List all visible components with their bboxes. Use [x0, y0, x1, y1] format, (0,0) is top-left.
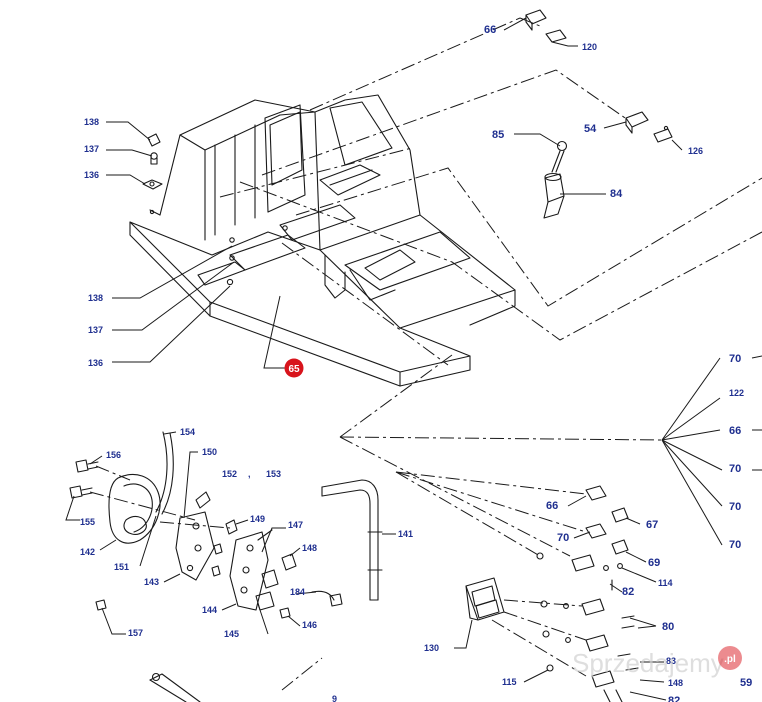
label-126: 126 — [688, 146, 703, 156]
label-150: 150 — [202, 447, 217, 457]
label-138-top: 138 — [84, 117, 99, 127]
clip-54-126 — [625, 111, 673, 143]
watermark-text: Sprzedajemy — [572, 648, 724, 678]
bolt-156 — [75, 459, 99, 473]
label-122: 122 — [729, 388, 744, 398]
plate-144 — [229, 529, 273, 611]
console-housing — [129, 94, 516, 387]
label-184: 184 — [290, 587, 305, 597]
label-142: 142 — [80, 547, 95, 557]
fastener-stack-top — [142, 133, 163, 190]
label-85: 85 — [492, 129, 504, 141]
bolt-155 — [69, 485, 93, 499]
rod-bottom-left — [149, 672, 201, 702]
label-146: 146 — [302, 620, 317, 630]
label-66-lower: 66 — [546, 500, 558, 512]
label-136-bottom: 136 — [88, 358, 103, 368]
switch-panel-130 — [465, 577, 505, 621]
label-69: 69 — [648, 557, 660, 569]
label-82-a: 82 — [622, 586, 634, 598]
leader-lines — [65, 17, 683, 701]
label-153: 153 — [266, 469, 281, 479]
plate-143 — [175, 491, 215, 581]
highlight-badge-65: 65 — [284, 358, 304, 378]
label-83: 83 — [666, 656, 676, 666]
label-136-top: 136 — [84, 170, 99, 180]
label-152: 152 — [222, 469, 237, 479]
label-148-left: 148 — [302, 543, 317, 553]
label-66-right: 66 — [729, 425, 741, 437]
label-70-lower: 70 — [557, 532, 569, 544]
lever-141 — [321, 479, 383, 601]
label-143: 143 — [144, 577, 159, 587]
label-148-right: 148 — [668, 678, 683, 688]
label-comma: , — [248, 469, 251, 479]
harness-lines — [89, 17, 762, 691]
label-9: 9 — [332, 694, 337, 702]
label-80: 80 — [662, 621, 674, 633]
label-54: 54 — [584, 123, 597, 135]
label-154: 154 — [180, 427, 195, 437]
label-70-d: 70 — [729, 539, 741, 551]
label-115: 115 — [502, 677, 517, 687]
label-130: 130 — [424, 643, 439, 653]
label-84: 84 — [610, 188, 623, 200]
callout-labels: 66 120 54 126 85 84 138 137 136 138 137 … — [80, 24, 752, 702]
clip-157 — [95, 599, 107, 611]
connector-184 — [311, 590, 343, 607]
label-137-bottom: 137 — [88, 325, 103, 335]
watermark-logo: .pl — [724, 654, 736, 665]
label-59: 59 — [740, 677, 752, 689]
label-70-b: 70 — [729, 463, 741, 475]
badge-label-65: 65 — [288, 364, 300, 375]
label-145: 145 — [224, 629, 239, 639]
switches-right — [536, 485, 639, 702]
label-120: 120 — [582, 42, 597, 52]
label-137-top: 137 — [84, 144, 99, 154]
small-parts-149-148 — [211, 519, 297, 619]
label-70-c: 70 — [729, 501, 741, 513]
label-149: 149 — [250, 514, 265, 524]
label-155: 155 — [80, 517, 95, 527]
label-151: 151 — [114, 562, 129, 572]
strap-154 — [155, 431, 174, 515]
clip-66-120 — [525, 9, 567, 43]
label-156: 156 — [106, 450, 121, 460]
label-67: 67 — [646, 519, 658, 531]
label-70-a: 70 — [729, 353, 741, 365]
label-82-b: 82 — [668, 695, 680, 702]
lever-bracket-142 — [108, 474, 161, 544]
label-147: 147 — [288, 520, 303, 530]
label-138-bottom: 138 — [88, 293, 103, 303]
label-114: 114 — [658, 578, 673, 588]
label-66-top: 66 — [484, 24, 496, 36]
knob-84 — [543, 172, 565, 219]
label-141: 141 — [398, 529, 413, 539]
label-144: 144 — [202, 605, 217, 615]
watermark: Sprzedajemy .pl — [572, 646, 742, 678]
knob-85 — [551, 140, 568, 173]
harness-fan — [661, 355, 762, 546]
label-157: 157 — [128, 628, 143, 638]
